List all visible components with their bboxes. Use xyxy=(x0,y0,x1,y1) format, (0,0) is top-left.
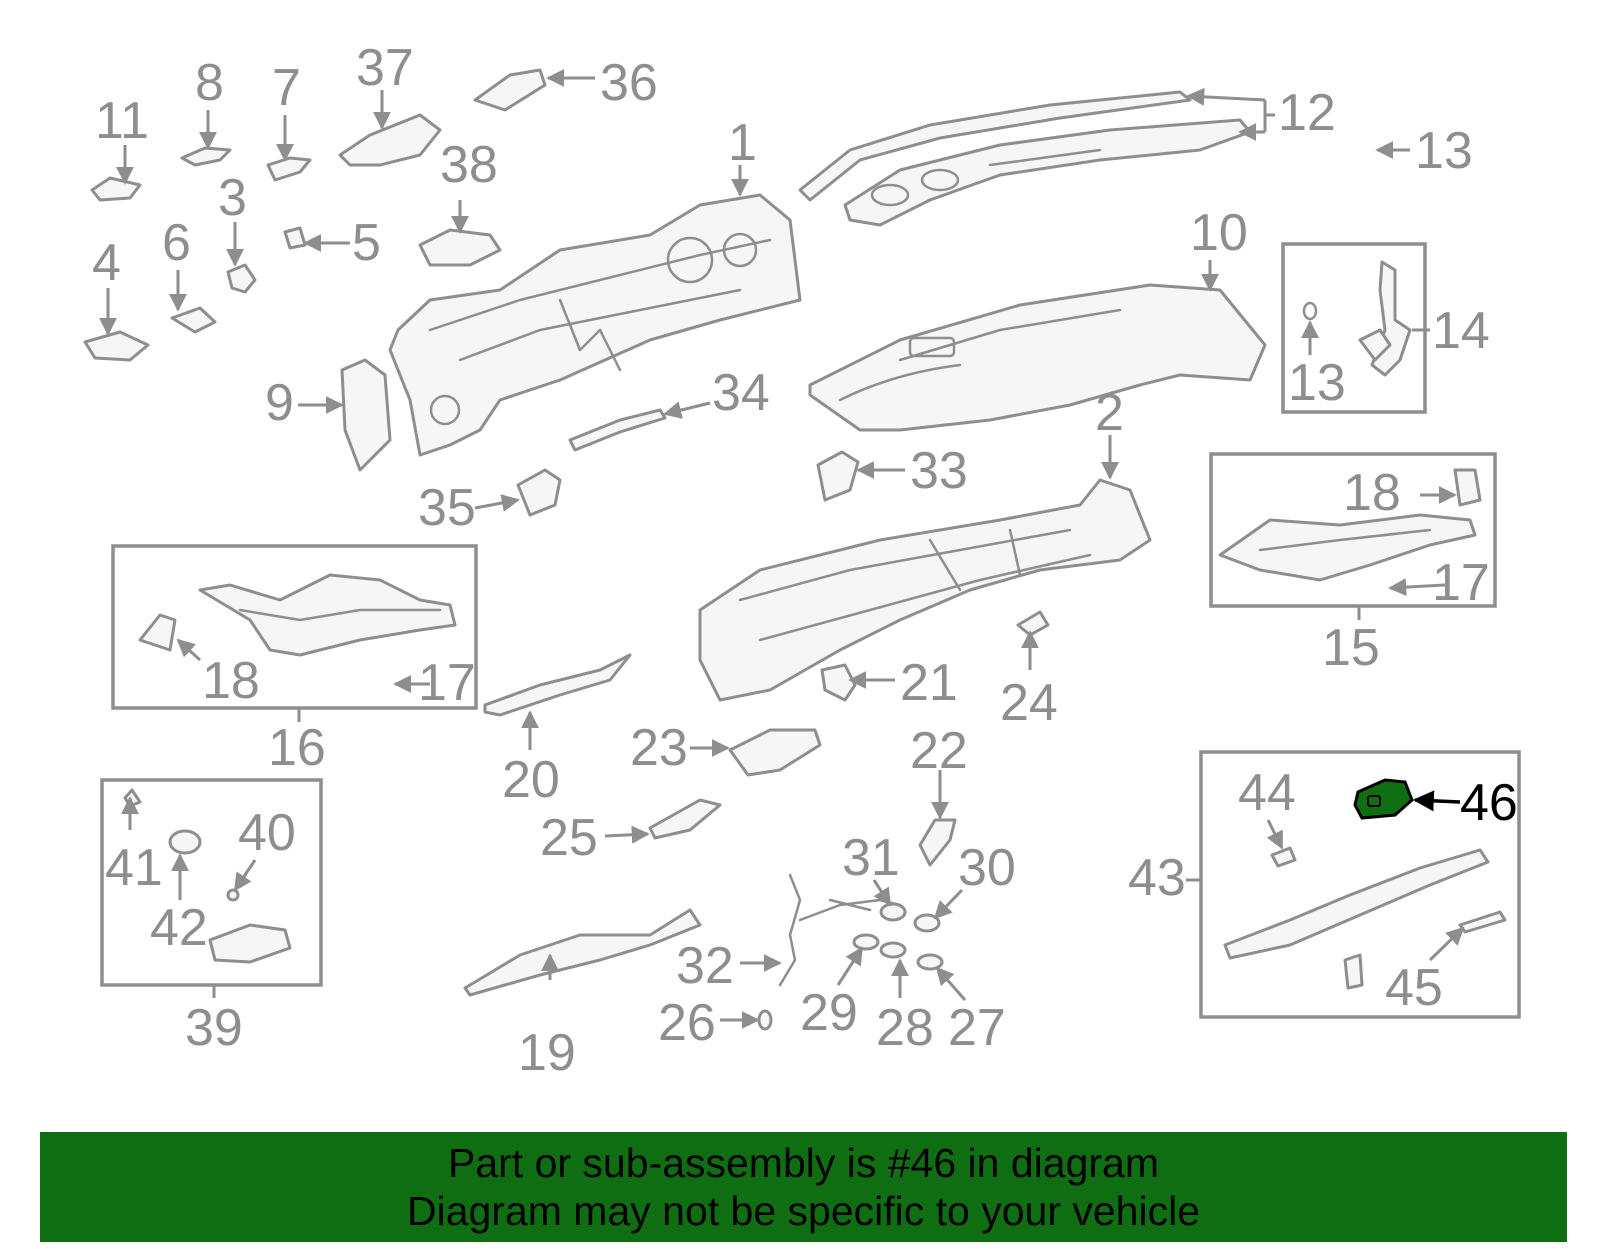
callout-23: 23 xyxy=(630,719,688,777)
group-box-14 xyxy=(1281,242,1427,414)
banner-line-2: Diagram may not be specific to your vehi… xyxy=(406,1188,1200,1234)
part-44-clip xyxy=(1270,846,1297,868)
callout-40: 40 xyxy=(238,804,296,862)
callout-1: 1 xyxy=(728,114,757,172)
callout-12: 12 xyxy=(1278,84,1336,142)
part-8-bracket xyxy=(180,146,232,167)
callout-36: 36 xyxy=(600,54,658,112)
leader-lines xyxy=(99,69,1465,1029)
part-45-clip xyxy=(1343,953,1364,990)
callout-11: 11 xyxy=(95,92,149,150)
callout-39: 39 xyxy=(185,999,243,1057)
part-36-duct xyxy=(473,68,547,112)
part-24-vent xyxy=(1016,610,1050,637)
callout-35: 35 xyxy=(418,479,476,537)
callout-37: 37 xyxy=(356,39,414,97)
part-40-screw xyxy=(226,888,240,902)
part-9-side-panel xyxy=(340,358,392,472)
callout-14: 14 xyxy=(1432,302,1490,360)
part-25-trim xyxy=(648,798,722,840)
part-19-lower-trim xyxy=(463,908,702,997)
callout-15: 15 xyxy=(1322,619,1380,677)
callout-13-top: 13 xyxy=(1415,122,1473,180)
group-box-15 xyxy=(1209,452,1497,608)
callout-7: 7 xyxy=(272,59,301,117)
callout-44: 44 xyxy=(1238,764,1296,822)
part-1-instrument-panel-frame xyxy=(388,193,802,457)
callout-20: 20 xyxy=(502,751,560,809)
part-16-duct-assembly xyxy=(138,573,457,657)
callout-6: 6 xyxy=(162,214,191,272)
callout-21: 21 xyxy=(900,654,958,712)
part-42-clip xyxy=(168,829,202,855)
callout-34: 34 xyxy=(712,364,770,422)
part-21-vent xyxy=(820,663,857,702)
callout-25: 25 xyxy=(540,809,598,867)
group-box-43 xyxy=(1199,750,1521,1019)
callout-26: 26 xyxy=(658,994,716,1052)
callout-32: 32 xyxy=(676,937,734,995)
callout-46-highlighted: 46 xyxy=(1460,774,1518,832)
group-box-39 xyxy=(100,778,323,987)
callout-17-box15: 17 xyxy=(1432,554,1490,612)
part-12-defroster-strips xyxy=(798,90,1252,227)
part-34-support-bar xyxy=(568,408,667,452)
callout-38: 38 xyxy=(440,136,498,194)
part-3-clip xyxy=(226,263,257,294)
part-14-side-panel xyxy=(1302,260,1412,377)
info-banner: Part or sub-assembly is #46 in diagram D… xyxy=(40,1132,1567,1242)
callout-4: 4 xyxy=(92,234,121,292)
part-33-bracket xyxy=(816,450,860,502)
part-6-bracket xyxy=(170,306,217,334)
part-4-bracket xyxy=(83,330,150,362)
callout-42: 42 xyxy=(150,899,208,957)
callout-24: 24 xyxy=(1000,674,1058,732)
callout-31: 31 xyxy=(842,829,900,887)
callout-13-box: 13 xyxy=(1288,354,1346,412)
part-20-trim-strip xyxy=(483,653,632,717)
callout-45: 45 xyxy=(1385,959,1443,1017)
callout-33: 33 xyxy=(910,442,968,500)
part-2-lower-frame xyxy=(698,478,1152,702)
callout-27: 27 xyxy=(948,999,1006,1057)
callout-19: 19 xyxy=(518,1024,576,1082)
part-10-dash-pad xyxy=(808,283,1267,432)
part-37-bracket xyxy=(338,113,442,167)
callout-41: 41 xyxy=(105,839,163,897)
callout-43: 43 xyxy=(1128,849,1186,907)
part-7-bracket xyxy=(266,156,312,182)
part-15-duct-assembly xyxy=(1218,468,1482,582)
callout-8: 8 xyxy=(195,54,224,112)
callout-9: 9 xyxy=(265,374,294,432)
callout-18-box15: 18 xyxy=(1343,464,1401,522)
part-38-airbag-module xyxy=(418,228,502,267)
callout-18-box16: 18 xyxy=(202,652,260,710)
part-39-duct xyxy=(208,923,292,964)
group-box-16 xyxy=(111,544,478,710)
part-22-trim xyxy=(918,818,957,867)
banner-line-1: Part or sub-assembly is #46 in diagram xyxy=(448,1140,1159,1186)
part-switches-26-31 xyxy=(757,902,944,1031)
part-46-highlighted[interactable] xyxy=(1353,778,1414,820)
callout-2: 2 xyxy=(1095,384,1124,442)
callout-3: 3 xyxy=(218,169,247,227)
part-41-clip xyxy=(123,788,142,808)
callout-22: 22 xyxy=(910,722,968,780)
part-45-trim xyxy=(1458,910,1507,934)
callout-10: 10 xyxy=(1190,204,1248,262)
part-23-glove-box-door xyxy=(728,728,822,777)
callout-5: 5 xyxy=(352,214,381,272)
callout-28: 28 xyxy=(876,999,934,1057)
callout-17-box16: 17 xyxy=(418,654,476,712)
part-43-duct xyxy=(1223,848,1490,960)
callout-30: 30 xyxy=(958,839,1016,897)
part-11-bracket xyxy=(90,176,142,202)
callout-29: 29 xyxy=(800,984,858,1042)
callout-labels: 1 2 3 4 5 6 7 8 9 10 11 12 13 13 14 15 1… xyxy=(92,39,1518,1082)
part-35-bracket xyxy=(516,468,562,517)
callout-16: 16 xyxy=(268,719,326,777)
part-5-clip xyxy=(283,226,307,250)
